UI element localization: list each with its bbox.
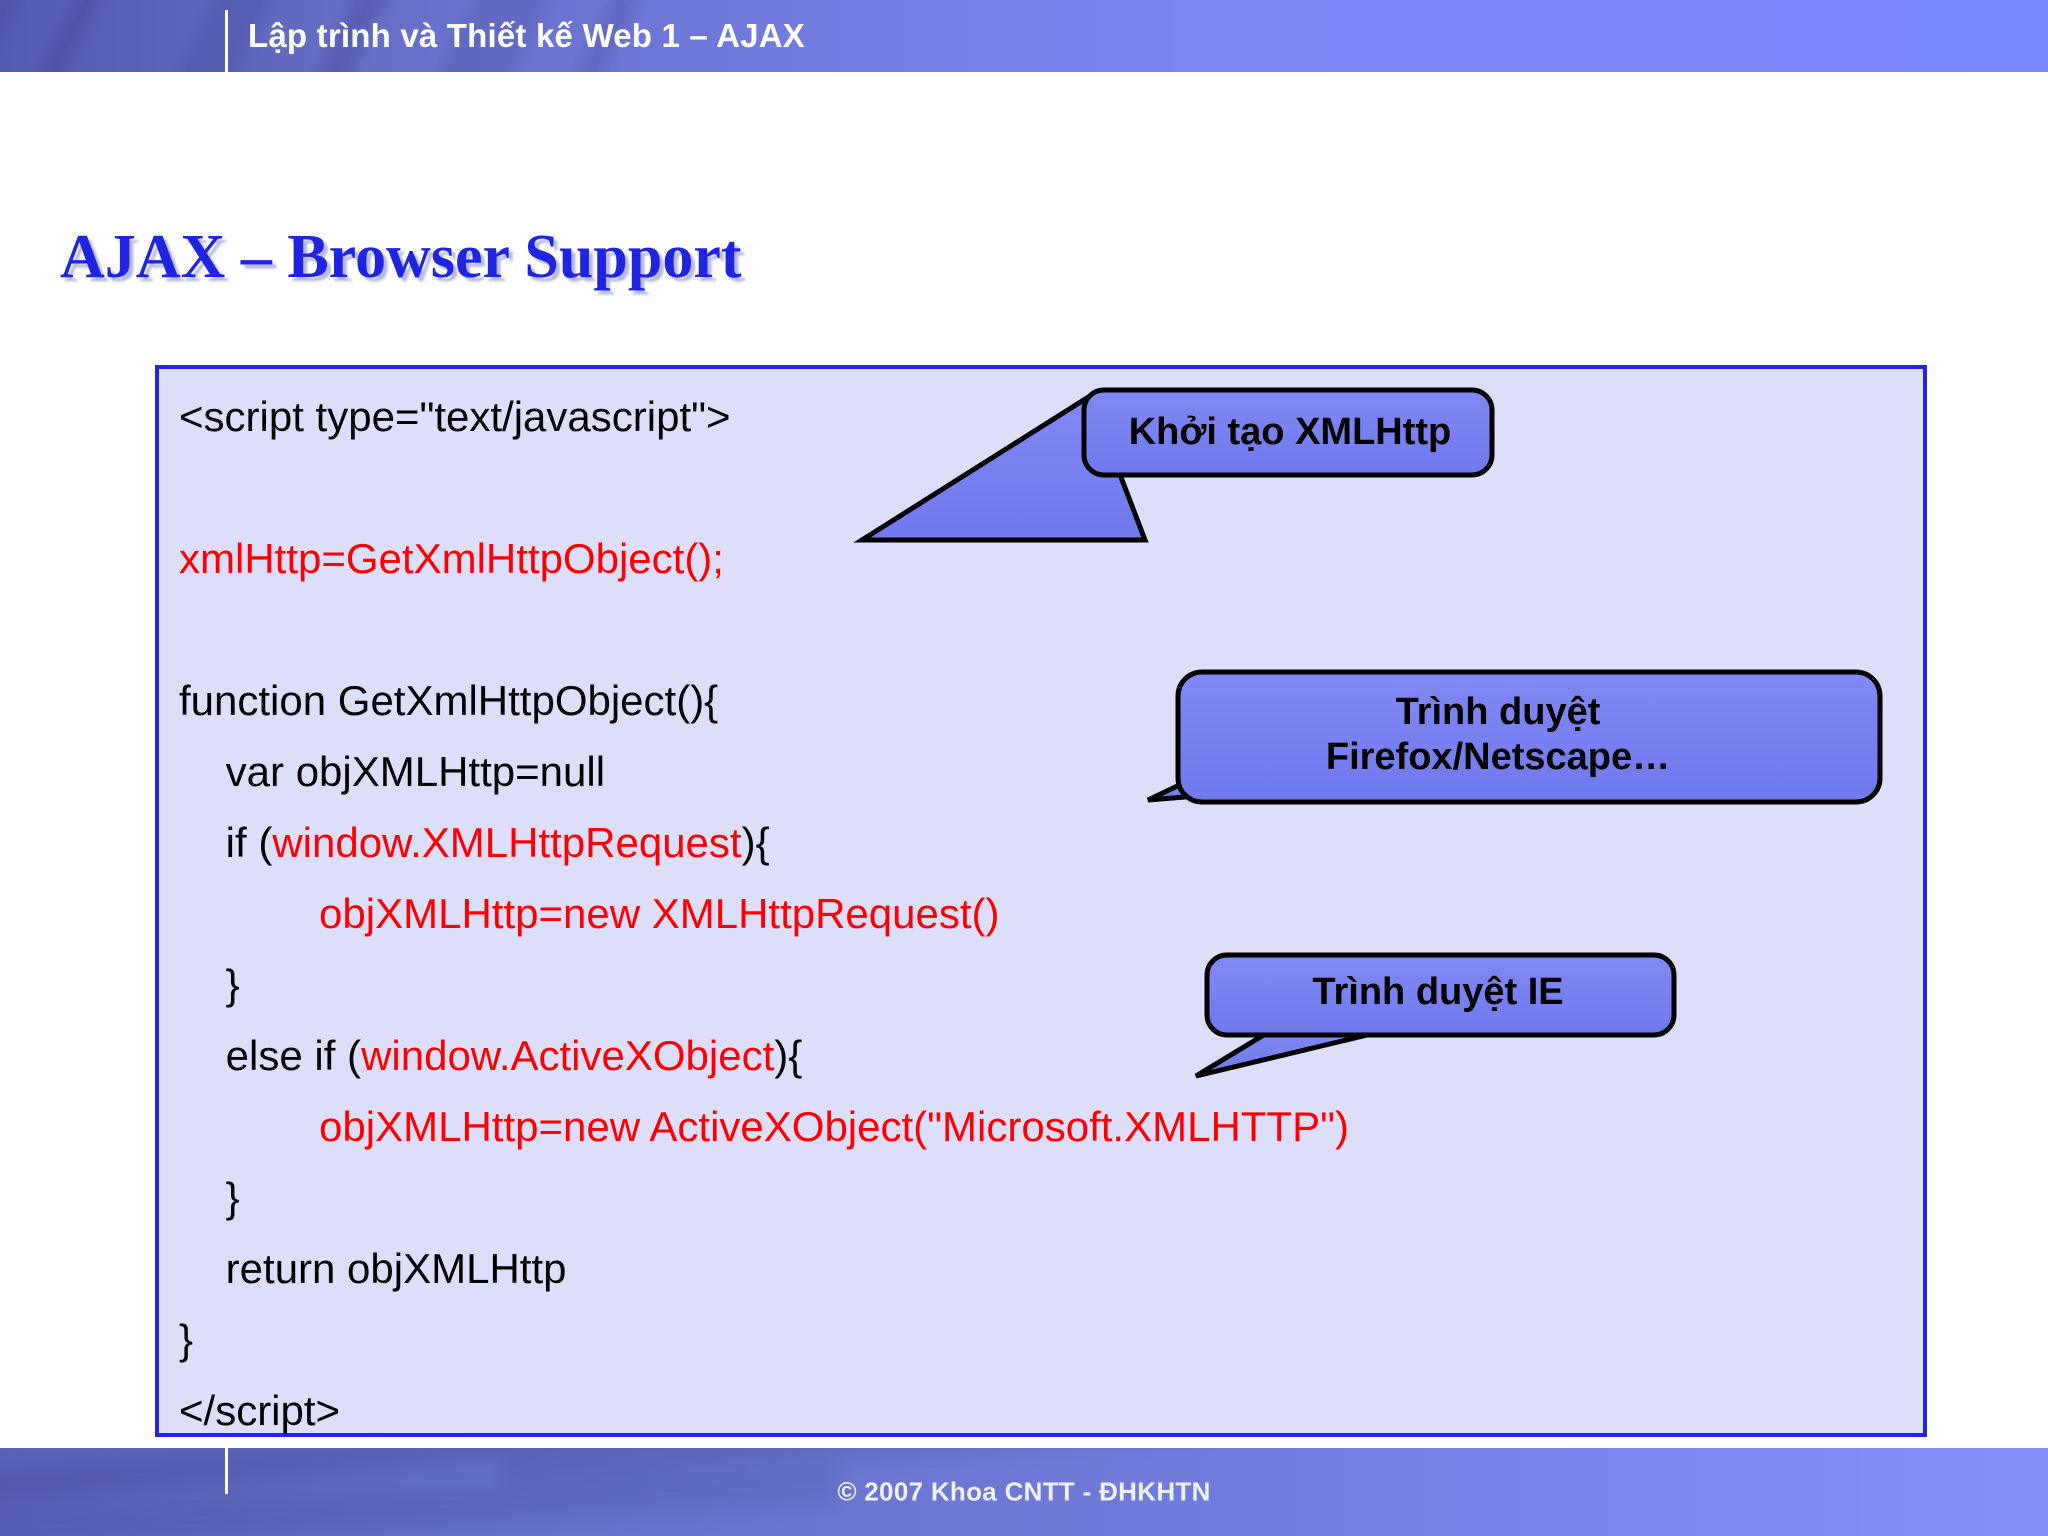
- header-wash: [0, 0, 980, 72]
- callout-ie-label: Trình duyệt IE: [1312, 971, 1564, 1013]
- course-title: Lập trình và Thiết kế Web 1 – AJAX: [248, 17, 805, 54]
- header-divider: [225, 10, 228, 72]
- code-line: var objXMLHttp=null: [179, 736, 1913, 807]
- code-line: else if (window.ActiveXObject){: [179, 1020, 1913, 1091]
- code-token: return objXMLHttp: [179, 1245, 567, 1292]
- footer-divider: [225, 1448, 228, 1494]
- code-token: }: [179, 961, 240, 1008]
- code-line: <script type="text/javascript">: [179, 381, 1913, 452]
- code-line: }: [179, 1162, 1913, 1233]
- code-token: <script type="text/javascript">: [179, 393, 731, 440]
- code-line: [179, 452, 1913, 523]
- code-token: [179, 1103, 319, 1150]
- code-line: if (window.XMLHttpRequest){: [179, 807, 1913, 878]
- code-token: }: [179, 1174, 240, 1221]
- code-token: }: [179, 1316, 194, 1363]
- code-token: objXMLHttp=new XMLHttpRequest(): [319, 890, 1000, 937]
- code-token: window.XMLHttpRequest: [272, 819, 742, 866]
- code-line: objXMLHttp=new XMLHttpRequest(): [179, 878, 1913, 949]
- slide-footer-band: © 2007 Khoa CNTT - ĐHKHTN: [0, 1448, 2048, 1536]
- code-token: function GetXmlHttpObject(){: [179, 677, 719, 724]
- code-token: ){: [774, 1032, 803, 1079]
- code-token: ){: [741, 819, 770, 866]
- code-block-panel: <script type="text/javascript"> xmlHttp=G…: [155, 365, 1927, 1437]
- code-line: xmlHttp=GetXmlHttpObject();: [179, 523, 1913, 594]
- code-line: function GetXmlHttpObject(){: [179, 665, 1913, 736]
- code-line: return objXMLHttp: [179, 1233, 1913, 1304]
- code-line: objXMLHttp=new ActiveXObject("Microsoft.…: [179, 1091, 1913, 1162]
- code-line: }: [179, 1304, 1913, 1375]
- code-token: xmlHttp=GetXmlHttpObject();: [179, 535, 724, 582]
- copyright-text: © 2007 Khoa CNTT - ĐHKHTN: [837, 1476, 1211, 1507]
- code-token: if (: [179, 819, 273, 866]
- code-listing: <script type="text/javascript"> xmlHttp=G…: [179, 381, 1913, 1446]
- callout-init-xmlhttp-label: Khởi tạo XMLHttp: [1128, 411, 1452, 453]
- callout-firefox-netscape-label: Trình duyệt Firefox/Netscape…: [1325, 691, 1671, 778]
- code-token: [179, 890, 319, 937]
- code-token: var objXMLHttp=null: [179, 748, 606, 795]
- code-line: }: [179, 949, 1913, 1020]
- slide-header-band: Lập trình và Thiết kế Web 1 – AJAX: [0, 0, 2048, 72]
- code-token: else if (: [179, 1032, 362, 1079]
- code-token: window.ActiveXObject: [361, 1032, 775, 1079]
- code-line: </script>: [179, 1375, 1913, 1446]
- code-token: </script>: [179, 1387, 341, 1434]
- page-title: AJAX – Browser Support: [60, 223, 742, 291]
- code-line: [179, 594, 1913, 665]
- code-token: objXMLHttp=new ActiveXObject("Microsoft.…: [319, 1103, 1349, 1150]
